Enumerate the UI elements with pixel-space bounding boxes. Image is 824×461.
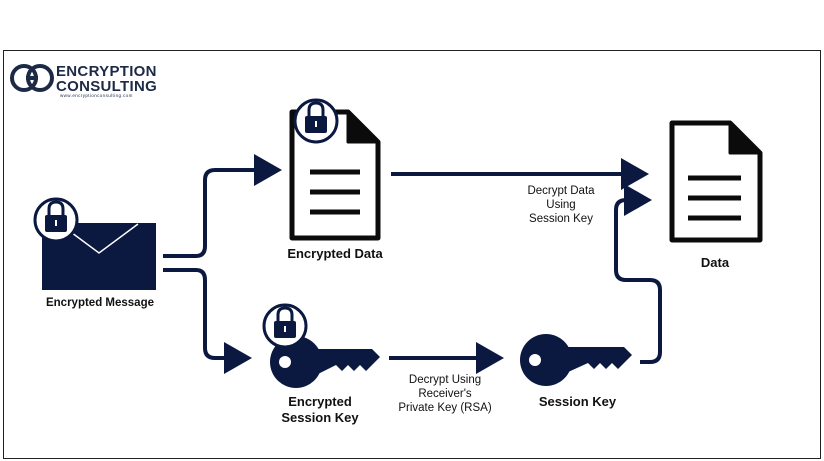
encrypted-document-icon [289,109,381,241]
label-encrypted-message: Encrypted Message [45,297,154,309]
label-data: Data [700,255,730,270]
diagram-frame [3,50,821,459]
arrow-message-to-key [163,268,252,374]
encrypted-key-icon [270,336,380,388]
lock-icon-data [293,98,339,144]
logo-line1: ENCRYPTION [56,63,157,80]
arrow-message-to-data [163,154,282,258]
label-session-key: Session Key [538,394,617,409]
lock-icon-key [262,303,308,349]
logo-line2: CONSULTING [56,78,158,95]
label-encrypted-data: Encrypted Data [287,246,383,261]
label-decrypt-key: Decrypt Using Receiver's Private Key (RS… [398,374,492,414]
lock-icon-message [33,197,79,243]
logo-icon [10,64,54,92]
logo-url: www.encryptionconsulting.com [60,93,133,98]
logo-text: ENCRYPTION CONSULTING [56,64,157,94]
document-icon [669,120,763,243]
label-encrypted-session-key: Encrypted Session Key [281,394,359,425]
key-icon [520,334,632,386]
label-decrypt-data: Decrypt Data Using Session Key [527,185,595,225]
arrow-sessionkey-to-data [614,184,662,364]
